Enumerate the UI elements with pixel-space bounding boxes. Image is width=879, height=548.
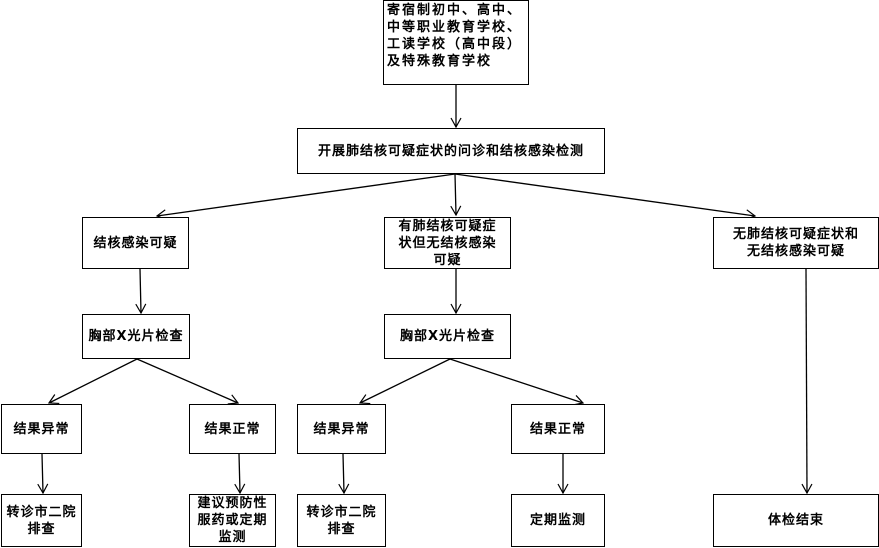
node-monitor-mid-label: 定期监测	[529, 513, 586, 528]
node-prevent-left-label: 建议预防性服药或定期监测	[197, 496, 268, 545]
node-branch-symptom: 有肺结核可疑症状但无结核感染可疑	[384, 217, 511, 269]
edge-none-end	[801, 268, 813, 495]
node-end-label: 体检结束	[767, 513, 824, 528]
edge-abnormal-left-referral	[37, 453, 49, 495]
edge-abnormal-mid-referral	[338, 453, 350, 495]
edge-screening-none	[454, 173, 757, 221]
edge-xray-left-abnormal	[47, 358, 138, 405]
node-abnormal-mid-label: 结果异常	[313, 421, 370, 437]
node-abnormal-mid: 结果异常	[297, 404, 386, 454]
edge-screening-infection	[155, 173, 456, 221]
edge-xray-mid-abnormal	[358, 358, 451, 405]
edge-infection-xray	[135, 268, 147, 315]
node-referral-left-label: 转诊市二院排查	[6, 504, 77, 537]
node-normal-mid: 结果正常	[511, 404, 605, 454]
node-monitor-mid: 定期监测	[511, 494, 605, 547]
node-branch-none: 无肺结核可疑症状和无结核感染可疑	[713, 217, 879, 269]
edge-normal-left-prevent	[234, 453, 246, 495]
node-start: 寄宿制初中、高中、中等职业教育学校、工读学校（高中段）及特殊教育学校	[383, 0, 529, 85]
node-xray-mid-label: 胸部X光片检查	[399, 329, 496, 344]
node-referral-mid-label: 转诊市二院排查	[306, 504, 377, 537]
node-normal-left-label: 结果正常	[204, 421, 261, 437]
node-normal-left: 结果正常	[189, 404, 276, 454]
edge-xray-left-normal	[136, 358, 240, 405]
node-branch-symptom-label: 有肺结核可疑症状但无结核感染可疑	[398, 218, 497, 268]
edge-xray-mid-normal	[449, 358, 585, 406]
node-end: 体检结束	[713, 494, 879, 547]
node-xray-left: 胸部X光片检查	[82, 314, 190, 359]
edge-screening-symptom	[450, 173, 462, 217]
node-referral-mid: 转诊市二院排查	[297, 494, 386, 547]
node-xray-left-label: 胸部X光片检查	[88, 329, 184, 344]
node-xray-mid: 胸部X光片检查	[384, 314, 511, 359]
node-screening-label: 开展肺结核可疑症状的问诊和结核感染检测	[317, 143, 584, 159]
node-branch-none-label: 无肺结核可疑症状和无结核感染可疑	[732, 227, 859, 259]
node-branch-infection-label: 结核感染可疑	[93, 235, 178, 251]
node-normal-mid-label: 结果正常	[529, 421, 586, 437]
node-start-label: 寄宿制初中、高中、中等职业教育学校、工读学校（高中段）及特殊教育学校	[387, 3, 523, 69]
node-referral-left: 转诊市二院排查	[1, 494, 82, 547]
node-prevent-left: 建议预防性服药或定期监测	[189, 494, 276, 547]
node-abnormal-left: 结果异常	[1, 404, 82, 454]
node-branch-infection: 结核感染可疑	[82, 217, 189, 269]
node-abnormal-left-label: 结果异常	[13, 421, 70, 437]
node-screening: 开展肺结核可疑症状的问诊和结核感染检测	[297, 128, 605, 174]
